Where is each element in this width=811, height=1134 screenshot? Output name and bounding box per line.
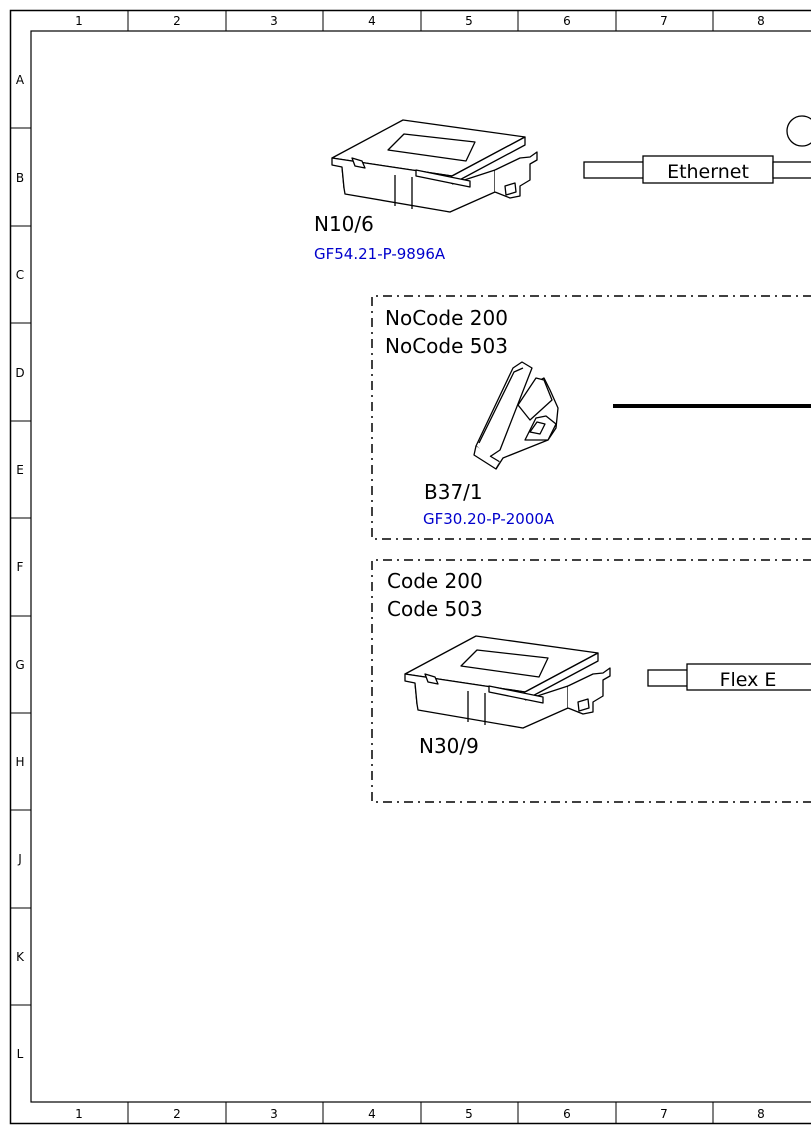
ethernet-connector [583,155,811,184]
nocode-200-label: NoCode 200 [385,306,508,330]
row-letter-f: F [17,560,24,574]
control-unit-n30-9-icon[interactable] [404,635,611,729]
pedal-sensor-b37-1-icon[interactable] [473,361,559,470]
row-letter-j: J [17,852,22,866]
col-number-4-bottom: 4 [368,1107,376,1121]
row-letter-a: A [16,73,25,87]
row-letter-k: K [16,950,25,964]
n30-9-label: N30/9 [419,734,479,758]
inner-frame [30,30,811,1103]
col-number-7-bottom: 7 [660,1107,668,1121]
bottom-column-ruler [127,1102,714,1124]
col-number-7: 7 [660,14,668,28]
col-number-6-bottom: 6 [563,1107,571,1121]
left-row-ruler [10,127,31,1006]
col-number-8: 8 [757,14,765,28]
col-number-6: 6 [563,14,571,28]
row-letter-d: D [15,366,24,380]
col-number-8-bottom: 8 [757,1107,765,1121]
row-letter-c: C [16,268,24,282]
n10-6-reference-link[interactable]: GF54.21-P-9896A [314,245,446,263]
b37-1-reference-link[interactable]: GF30.20-P-2000A [423,510,555,528]
callout-circle [786,115,811,147]
flex-e-connector [647,663,811,691]
code-variant-region [371,559,811,803]
col-number-4: 4 [368,14,376,28]
col-number-1-bottom: 1 [75,1107,83,1121]
row-letter-h: H [15,755,24,769]
row-letter-b: B [16,171,24,185]
col-number-3: 3 [270,14,278,28]
code-503-label: Code 503 [387,597,483,621]
col-number-3-bottom: 3 [270,1107,278,1121]
b37-1-label: B37/1 [424,480,483,504]
col-number-2-bottom: 2 [173,1107,181,1121]
n10-6-label: N10/6 [314,212,374,236]
nocode-variant-region [371,295,811,540]
row-letter-l: L [17,1047,24,1061]
row-letter-e: E [16,463,24,477]
col-number-5: 5 [465,14,473,28]
row-letter-g: G [15,658,24,672]
code-200-label: Code 200 [387,569,483,593]
col-number-2: 2 [173,14,181,28]
ethernet-bus-label: Ethernet [667,161,749,183]
control-unit-n10-6-icon[interactable] [331,119,538,213]
nocode-503-label: NoCode 503 [385,334,508,358]
top-column-ruler [127,10,714,31]
flex-e-bus-label: Flex E [720,669,777,691]
col-number-5-bottom: 5 [465,1107,473,1121]
col-number-1: 1 [75,14,83,28]
